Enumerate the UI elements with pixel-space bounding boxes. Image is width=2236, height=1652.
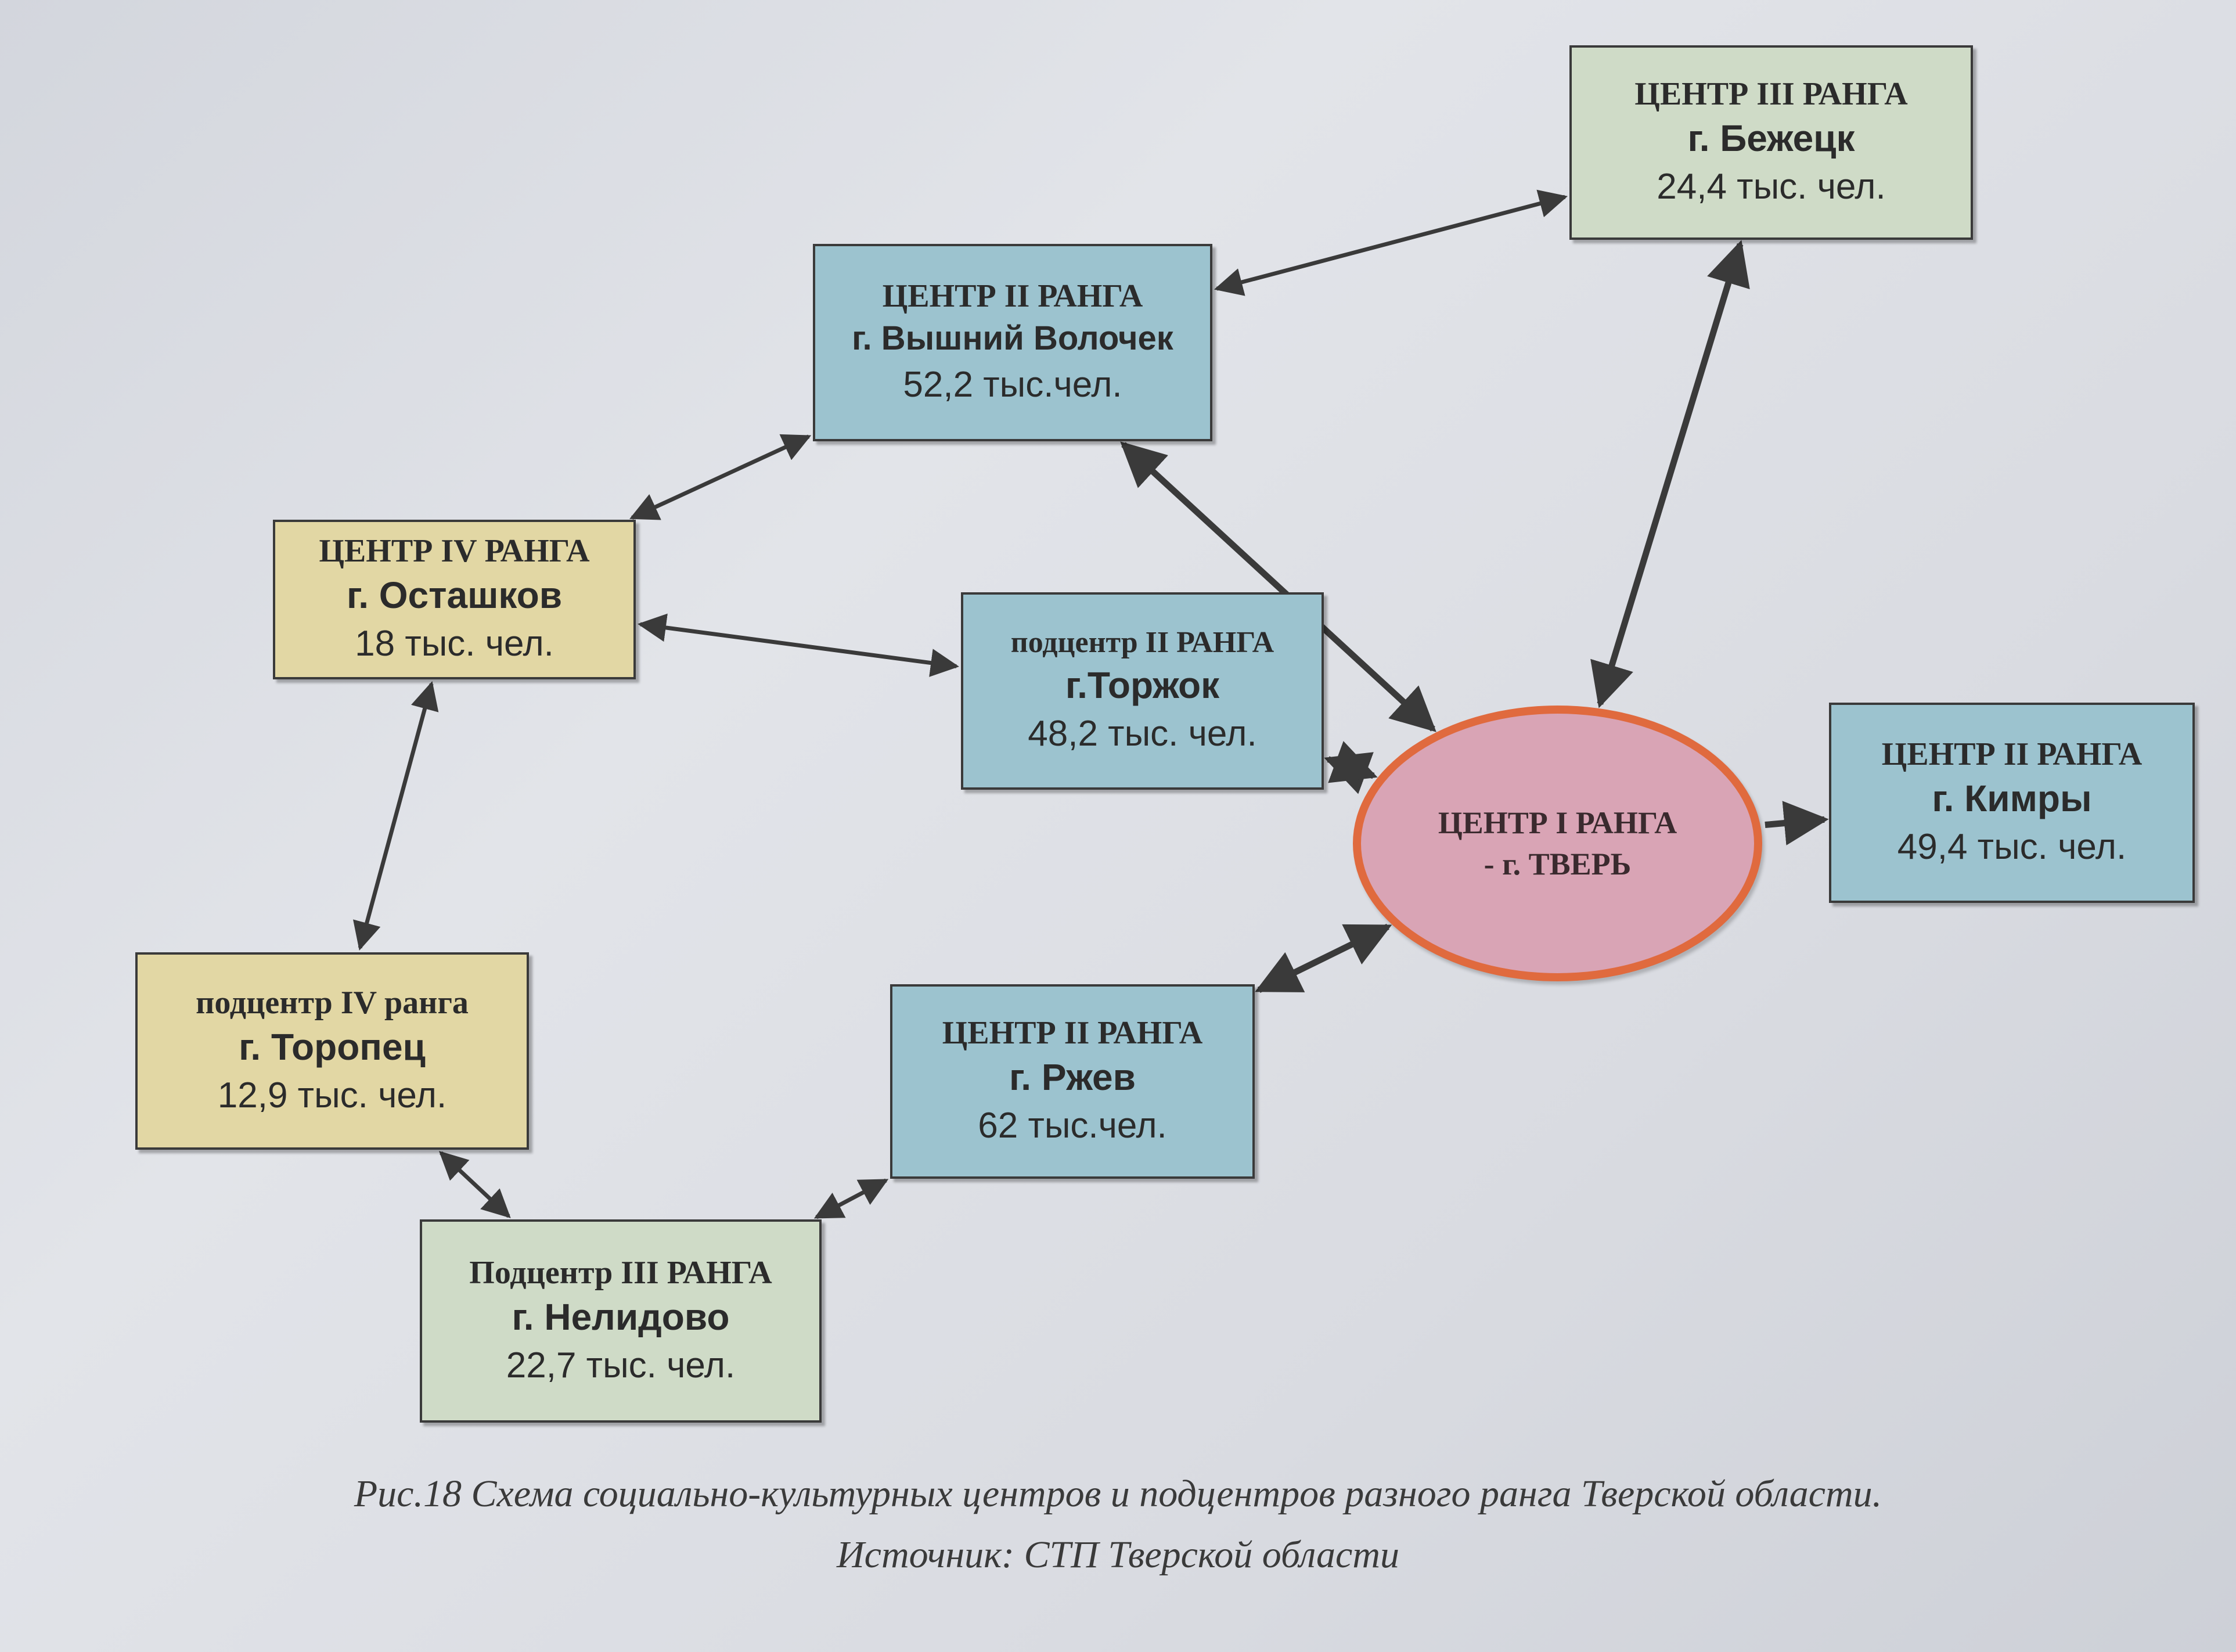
node-city: г.Торжок bbox=[1065, 664, 1220, 707]
node-rank: ЦЕНТР II РАНГА bbox=[1881, 736, 2143, 773]
node-city: г. Нелидово bbox=[512, 1295, 730, 1338]
node-rank: Подцентр III РАНГА bbox=[469, 1254, 772, 1291]
node-population: 49,4 тыс. чел. bbox=[1897, 827, 2127, 868]
node-rzhev: ЦЕНТР II РАНГА г. Ржев 62 тыс.чел. bbox=[890, 984, 1255, 1179]
node-city: г. Ржев bbox=[1009, 1056, 1136, 1099]
node-population: 24,4 тыс. чел. bbox=[1657, 167, 1886, 207]
node-rank: ЦЕНТР IV РАНГА bbox=[319, 533, 590, 570]
arrow-vvolochek-tver bbox=[1120, 441, 1436, 732]
arrow-toropets-nelidovo bbox=[438, 1151, 511, 1218]
node-rank: ЦЕНТР II РАНГА bbox=[942, 1015, 1203, 1052]
arrow-vvolochek-bezhetsk bbox=[1214, 189, 1568, 296]
node-city: г. Осташков bbox=[346, 574, 563, 617]
arrow-tver-kimry bbox=[1765, 801, 1829, 845]
node-city: г. Кимры bbox=[1932, 778, 2092, 820]
arrow-ostashkov-toropets bbox=[352, 681, 439, 951]
node-rank: подцентр IV ранга bbox=[196, 984, 469, 1021]
node-ostashkov: ЦЕНТР IV РАНГА г. Осташков 18 тыс. чел. bbox=[273, 520, 636, 679]
node-population: 12,9 тыс. чел. bbox=[217, 1075, 447, 1115]
arrow-ostashkov-torzhok bbox=[638, 613, 959, 677]
node-city: - г. ТВЕРЬ bbox=[1484, 846, 1632, 881]
node-tver: ЦЕНТР I РАНГА - г. ТВЕРЬ bbox=[1353, 706, 1762, 981]
node-rank: ЦЕНТР I РАНГА bbox=[1438, 805, 1677, 841]
arrow-vvolochek-ostashkov bbox=[629, 434, 812, 520]
node-rank: ЦЕНТР II РАНГА bbox=[882, 278, 1143, 315]
node-population: 48,2 тыс. чел. bbox=[1028, 714, 1257, 754]
node-kimry: ЦЕНТР II РАНГА г. Кимры 49,4 тыс. чел. bbox=[1829, 703, 2195, 903]
node-city: г. Вышний Волочек bbox=[852, 319, 1173, 358]
node-torzhok: подцентр II РАНГА г.Торжок 48,2 тыс. чел… bbox=[961, 592, 1324, 790]
node-rank: подцентр II РАНГА bbox=[1010, 626, 1274, 660]
arrow-rzhev-tver bbox=[1255, 923, 1392, 993]
node-rank: ЦЕНТР III РАНГА bbox=[1634, 76, 1908, 113]
arrow-torzhok-tver bbox=[1324, 741, 1378, 794]
node-population: 22,7 тыс. чел. bbox=[506, 1345, 736, 1385]
arrow-bezhetsk-tver bbox=[1590, 240, 1750, 708]
node-population: 62 тыс.чел. bbox=[978, 1106, 1167, 1146]
node-population: 52,2 тыс.чел. bbox=[903, 364, 1122, 405]
arrow-nelidovo-rzhev bbox=[813, 1178, 889, 1219]
node-population: 18 тыс. чел. bbox=[355, 624, 554, 664]
node-bezhetsk: ЦЕНТР III РАНГА г. Бежецк 24,4 тыс. чел. bbox=[1569, 45, 1973, 240]
node-vyshny-volochek: ЦЕНТР II РАНГА г. Вышний Волочек 52,2 ты… bbox=[813, 244, 1212, 441]
node-city: г. Бежецк bbox=[1687, 117, 1855, 160]
node-toropets: подцентр IV ранга г. Торопец 12,9 тыс. ч… bbox=[135, 952, 529, 1150]
node-city: г. Торопец bbox=[239, 1025, 426, 1068]
figure-caption: Рис.18 Схема социально-культурных центро… bbox=[354, 1473, 1882, 1515]
figure-source: Источник: СТП Тверской области bbox=[836, 1534, 1400, 1576]
node-nelidovo: Подцентр III РАНГА г. Нелидово 22,7 тыс.… bbox=[420, 1219, 822, 1423]
